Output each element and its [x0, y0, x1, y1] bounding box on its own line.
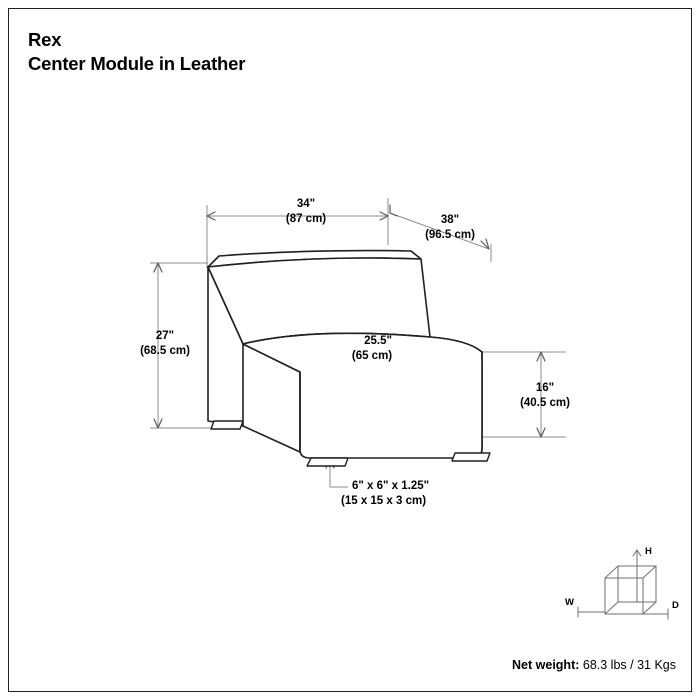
leg-rear-left [210, 420, 244, 430]
axis-key-diagram: H W D [565, 546, 679, 620]
cube-edge-top-left [604, 565, 619, 579]
label-seat-height-metric: (40.5 cm) [520, 397, 570, 409]
sofa-illustration [207, 249, 491, 467]
label-depth-imperial: 38" [441, 214, 459, 226]
label-seat-depth-imperial: 25.5" [364, 335, 392, 347]
page-title: Rex Center Module in Leather [28, 28, 245, 76]
arrow-height-bottom [153, 418, 163, 429]
label-width-imperial: 34" [297, 198, 315, 210]
label-leg-imperial: 6" x 6" x 1.25" [352, 480, 429, 492]
label-width-metric: (87 cm) [286, 213, 326, 225]
arrow-depth-start [389, 204, 398, 217]
label-leg-metric: (15 x 15 x 3 cm) [341, 495, 426, 507]
wireframe-cube-icon [604, 565, 657, 615]
arrow-seat-height-bottom [536, 427, 546, 438]
label-seat-depth-metric: (65 cm) [352, 350, 392, 362]
axis-label-height: H [645, 546, 652, 557]
cube-front-face [604, 577, 644, 615]
base-left-edge [242, 425, 301, 453]
axis-arrows [577, 549, 669, 620]
axis-label-depth: D [672, 600, 679, 611]
arrow-width-left [206, 211, 216, 221]
product-description: Center Module in Leather [28, 53, 246, 75]
axis-label-width: W [565, 597, 574, 608]
leg-front-left [306, 457, 349, 467]
label-height-metric: (68.5 cm) [140, 345, 190, 357]
label-height-imperial: 27" [156, 330, 174, 342]
arrow-seat-height-top [536, 351, 546, 362]
axis-arrow-height [632, 549, 642, 557]
cube-edge-bottom-right [642, 601, 657, 615]
net-weight-value: 68.3 lbs / 31 Kgs [582, 658, 676, 672]
arrow-height-top [153, 262, 163, 273]
leg-front-right [451, 452, 491, 462]
cube-edge-bottom-left [604, 601, 619, 615]
dim-line-depth [389, 212, 490, 250]
arrow-width-right [379, 211, 389, 221]
arrow-depth-end [480, 238, 490, 250]
net-weight: Net weight: 68.3 lbs / 31 Kgs [512, 658, 676, 672]
cube-edge-top-right [642, 565, 657, 579]
label-seat-height-imperial: 16" [536, 382, 554, 394]
dimension-labels: 34" (87 cm) 38" (96.5 cm) 27" (68.5 cm) … [140, 198, 570, 507]
net-weight-label: Net weight: [512, 658, 580, 672]
backrest-front-face [207, 257, 431, 345]
label-depth-metric: (96.5 cm) [425, 229, 475, 241]
product-name: Rex [28, 29, 62, 50]
